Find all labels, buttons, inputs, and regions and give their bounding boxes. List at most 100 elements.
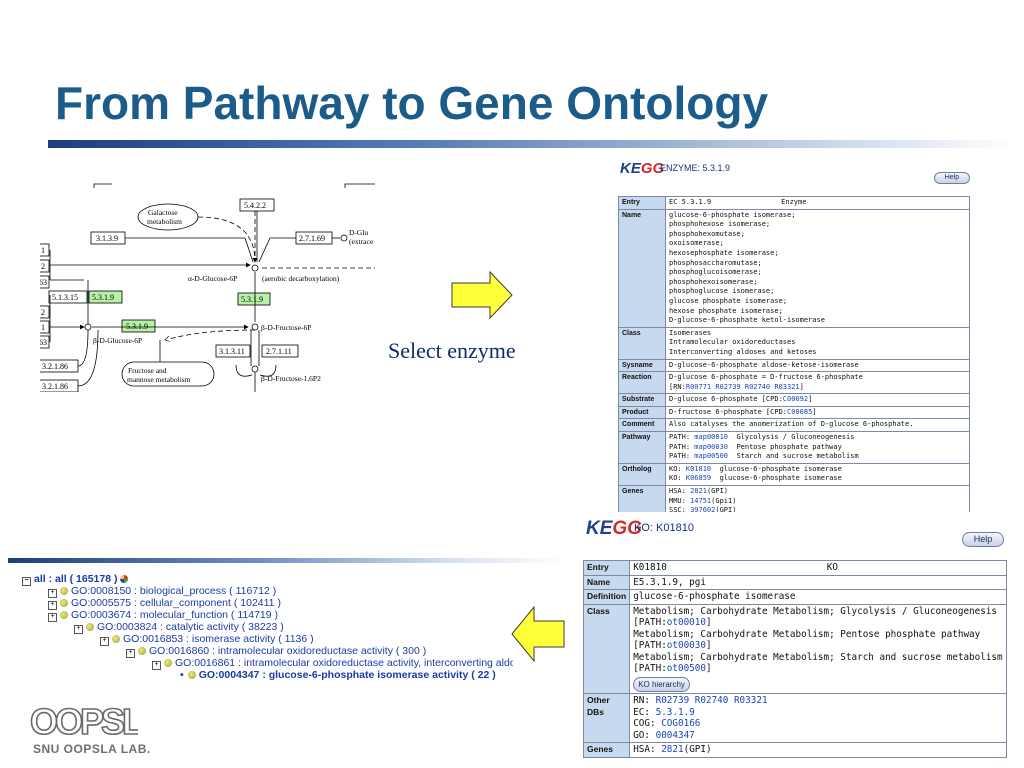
expand-icon[interactable]: + — [126, 649, 135, 658]
go-term-icon — [60, 587, 68, 595]
expand-icon[interactable]: + — [48, 601, 57, 610]
slide-title: From Pathway to Gene Ontology — [55, 77, 769, 129]
table-row: Name E5.3.1.9, pgi — [582, 574, 1007, 590]
go-term-icon — [138, 647, 146, 655]
go-root-node[interactable]: −all : all ( 165178 ) — [22, 573, 129, 586]
go-term-icon — [187, 671, 196, 679]
table-row: Ortholog KO: K01810 glucose-6-phosphate … — [618, 462, 970, 487]
go-db-link[interactable]: 0004347 — [655, 729, 695, 741]
svg-text:3.1.3.9: 3.1.3.9 — [96, 234, 118, 243]
expand-icon[interactable]: + — [152, 661, 161, 670]
ko-hierarchy-button[interactable]: KO hierarchy — [633, 676, 690, 692]
enzyme-box-5319-mid — [121, 319, 156, 333]
table-row: Reaction D-glucose 6-phosphate = D-fruct… — [618, 371, 970, 395]
beta-fructose-bp-label: β-D-Fructose-1,6P2 — [261, 374, 321, 383]
svg-text:5.3.1.9: 5.3.1.9 — [241, 295, 263, 304]
table-row: Name glucose-6-phosphate isomerase; phos… — [618, 208, 970, 328]
svg-text:2.7.1.11: 2.7.1.11 — [266, 347, 292, 356]
enzyme-box-51315 — [48, 290, 88, 304]
reaction-links[interactable]: R00771 R02739 R02740 R03321 — [685, 382, 800, 391]
gene-link[interactable]: 2821 — [690, 487, 707, 496]
go-node[interactable]: +GO:0016860 : intramolecular oxidoreduct… — [126, 645, 426, 658]
ec-number: EC 5.3.1.9 — [669, 198, 712, 206]
fructose-mannose-node — [121, 361, 215, 387]
bullet-icon: • — [180, 669, 184, 681]
pathway-edge-label: 63 — [40, 278, 47, 287]
table-row: Sysname D-glucose-6-phosphate aldose-ket… — [618, 358, 970, 373]
db-link[interactable]: COG0166 — [661, 718, 701, 729]
left-arrow — [510, 604, 566, 669]
go-node-selected[interactable]: •GO:0004347 : glucose-6-phosphate isomer… — [180, 669, 496, 681]
pathway-edge-label: 2 — [41, 262, 45, 271]
go-node[interactable]: +GO:0005575 : cellular_component ( 10241… — [48, 597, 281, 610]
path-link[interactable]: ot00010 — [666, 617, 706, 628]
go-node[interactable]: +GO:0003674 : molecular_function ( 11471… — [48, 609, 278, 622]
ko-link[interactable]: K06859 — [685, 474, 712, 483]
row-key: Class — [618, 326, 666, 360]
pathway-edge-label: 2 — [41, 308, 45, 317]
svg-text:Fructose and: Fructose and — [128, 366, 167, 375]
gene-link[interactable]: 397602 — [690, 506, 716, 515]
gene-link[interactable]: 14751 — [690, 496, 712, 505]
row-key: Other DBs — [582, 693, 631, 743]
pathway-link[interactable]: map00010 — [694, 433, 729, 442]
substrate-link[interactable]: C00092 — [782, 395, 809, 404]
table-row: Genes HSA: 2821(GPI) — [582, 742, 1007, 758]
ko-link[interactable]: K01810 — [685, 464, 712, 473]
go-node[interactable]: +GO:0016853 : isomerase activity ( 1136 … — [100, 633, 314, 646]
svg-text:5.3.1.9: 5.3.1.9 — [92, 293, 114, 302]
table-row: Substrate D-glucose 6-phosphate [CPD:C00… — [618, 393, 970, 407]
row-key: Entry — [618, 196, 666, 210]
row-key: Product — [618, 405, 666, 420]
ko-id: K01810 — [633, 562, 667, 573]
go-term-icon — [86, 623, 94, 631]
expand-icon[interactable]: + — [74, 625, 83, 634]
table-row: Class Metabolism; Carbohydrate Metabolis… — [582, 603, 1007, 694]
beta-glucose-6p-label: β-D-Glucose-6P — [93, 336, 142, 345]
svg-text:5.4.2.2: 5.4.2.2 — [244, 201, 266, 210]
enzyme-heading: ENZYME: 5.3.1.9 — [660, 163, 731, 173]
pathway-edge-label: 1 — [41, 246, 45, 255]
svg-text:2.7.1.69: 2.7.1.69 — [299, 234, 325, 243]
pathway-map: 1 2 63 2 1 63 Galactose metabolism 5.4.2… — [37, 180, 380, 393]
path-link[interactable]: ot00030 — [666, 640, 706, 651]
svg-text:(extrace: (extrace — [349, 237, 374, 246]
help-button-ko[interactable]: Help — [962, 532, 1004, 547]
table-row: Product D-fructose 6-phosphate [CPD:C000… — [618, 405, 970, 420]
expand-icon[interactable]: + — [48, 613, 57, 622]
go-term-icon — [112, 635, 120, 643]
pathway-link[interactable]: map00500 — [694, 452, 729, 461]
row-key: Substrate — [618, 393, 666, 407]
go-node[interactable]: +GO:0008150 : biological_process ( 11671… — [48, 585, 276, 598]
help-button-enzyme[interactable]: Help — [934, 172, 970, 184]
go-term-icon — [60, 599, 68, 607]
db-link[interactable]: 5.3.1.9 — [655, 706, 695, 718]
title-divider — [48, 140, 1016, 148]
table-row: Definition glucose-6-phosphate isomerase — [582, 589, 1007, 605]
pathway-link[interactable]: map00030 — [694, 442, 729, 451]
ko-heading: KO: K01810 — [634, 522, 694, 534]
go-node[interactable]: +GO:0003824 : catalytic activity ( 38223… — [74, 621, 284, 634]
row-key: Definition — [582, 589, 631, 605]
svg-text:D-Glu: D-Glu — [349, 228, 368, 237]
row-key: Entry — [582, 560, 631, 576]
expand-icon[interactable]: + — [48, 589, 57, 598]
path-link[interactable]: ot00500 — [666, 663, 706, 674]
enzyme-box-27111 — [261, 344, 299, 358]
enzyme-box-5319-left — [88, 290, 123, 304]
svg-text:5.1.3.15: 5.1.3.15 — [52, 293, 78, 302]
collapse-icon[interactable]: − — [22, 577, 31, 586]
row-key: Comment — [618, 418, 666, 433]
gene-link[interactable]: 2821 — [661, 744, 684, 755]
row-key: Genes — [582, 742, 631, 758]
select-enzyme-caption: Select enzyme — [388, 338, 516, 363]
go-node[interactable]: +GO:0016861 : intramolecular oxidoreduct… — [152, 657, 513, 670]
table-row: Comment Also catalyses the anomerization… — [618, 418, 970, 433]
product-link[interactable]: C00085 — [787, 407, 813, 416]
go-divider — [8, 558, 568, 563]
expand-icon[interactable]: + — [100, 637, 109, 646]
panel-crop — [600, 512, 1024, 520]
db-link[interactable]: R02739 R02740 R03321 — [655, 695, 768, 706]
